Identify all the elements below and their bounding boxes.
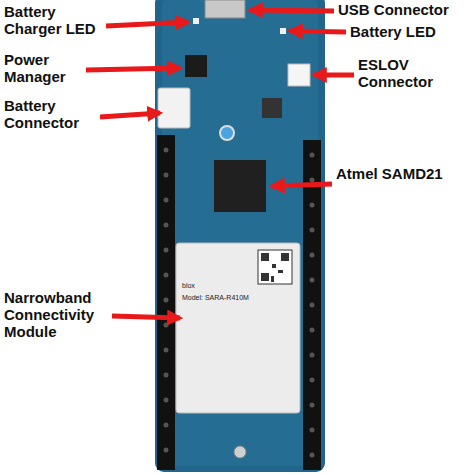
pcb-shade (162, 0, 318, 466)
qr-code (258, 250, 292, 284)
header-pins (164, 148, 315, 458)
leader-arrow (272, 184, 332, 186)
leader-arrow (290, 31, 346, 32)
leader-arrow (100, 113, 160, 117)
pcb (155, 0, 325, 472)
part-label: Battery Connector (4, 98, 98, 132)
part-label: Battery Charger LED (4, 4, 104, 38)
chip-marking: blox (182, 282, 242, 290)
battery-connector (158, 88, 190, 128)
usb-connector (205, 0, 245, 18)
samd21-chip (214, 160, 266, 212)
charger-led (193, 18, 199, 24)
part-label: Atmel SAMD21 (336, 166, 446, 183)
leader-arrow (106, 22, 188, 26)
leader-arrow (112, 316, 180, 318)
leader-arrows (86, 10, 354, 318)
part-label: Battery LED (350, 24, 468, 41)
leader-arrow (86, 68, 180, 70)
power-manager-chip (185, 55, 207, 77)
inductor (262, 98, 282, 118)
part-label: Narrowband Connectivity Module (4, 290, 110, 340)
part-label: ESLOV Connector (358, 57, 462, 91)
part-label: Power Manager (4, 52, 84, 86)
eslov-connector (288, 64, 310, 86)
qr-pattern (261, 253, 289, 282)
right-header (303, 140, 321, 470)
chip-marking: Model: SARA-R410M (182, 294, 256, 302)
leader-arrow (250, 10, 334, 11)
nb-module (176, 243, 300, 413)
part-label: USB Connector (338, 2, 470, 19)
reset-button (220, 126, 234, 140)
antenna-connector (234, 446, 246, 458)
battery-led (280, 28, 286, 34)
leader-arrow (314, 73, 354, 78)
left-header (157, 135, 175, 470)
